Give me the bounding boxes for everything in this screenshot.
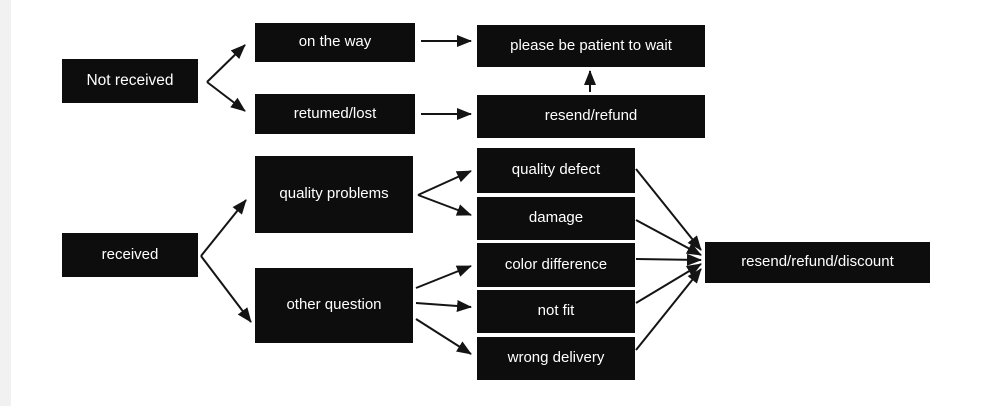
arrow-other-question-to-wrong-delivery	[415, 318, 472, 355]
arrow-not-received-to-on-the-way	[206, 44, 246, 83]
node-resend-refund-discount: resend/refund/discount	[705, 242, 930, 283]
arrow-other-question-to-color-difference	[415, 265, 472, 289]
arrow-not-fit-to-final	[635, 263, 702, 304]
node-please-be-patient: please be patient to wait	[477, 25, 705, 67]
arrow-received-to-other-question	[200, 255, 252, 323]
node-received: received	[62, 233, 198, 277]
node-damage: damage	[477, 197, 635, 240]
node-other-question: other question	[255, 268, 413, 343]
arrow-received-to-quality-problems	[200, 199, 247, 257]
node-wrong-delivery: wrong delivery	[477, 337, 635, 380]
left-gray-strip	[0, 0, 11, 406]
node-quality-defect: quality defect	[477, 148, 635, 193]
node-not-fit: not fit	[477, 290, 635, 333]
arrow-wrong-delivery-to-final	[635, 268, 702, 351]
arrow-quality-defect-to-final	[635, 168, 702, 251]
node-returned-lost: retumed/lost	[255, 94, 415, 134]
node-resend-refund: resend/refund	[477, 95, 705, 138]
node-not-received: Not received	[62, 59, 198, 103]
node-color-difference: color difference	[477, 243, 635, 287]
arrow-other-question-to-not-fit	[415, 300, 472, 312]
arrow-quality-problems-to-damage	[417, 194, 472, 216]
node-on-the-way: on the way	[255, 23, 415, 62]
arrow-damage-to-final	[635, 219, 702, 256]
arrow-color-difference-to-final	[635, 253, 702, 266]
node-quality-problems: quality problems	[255, 156, 413, 233]
arrow-not-received-to-returned-lost	[206, 81, 246, 112]
arrow-quality-problems-to-quality-defect	[417, 170, 472, 196]
